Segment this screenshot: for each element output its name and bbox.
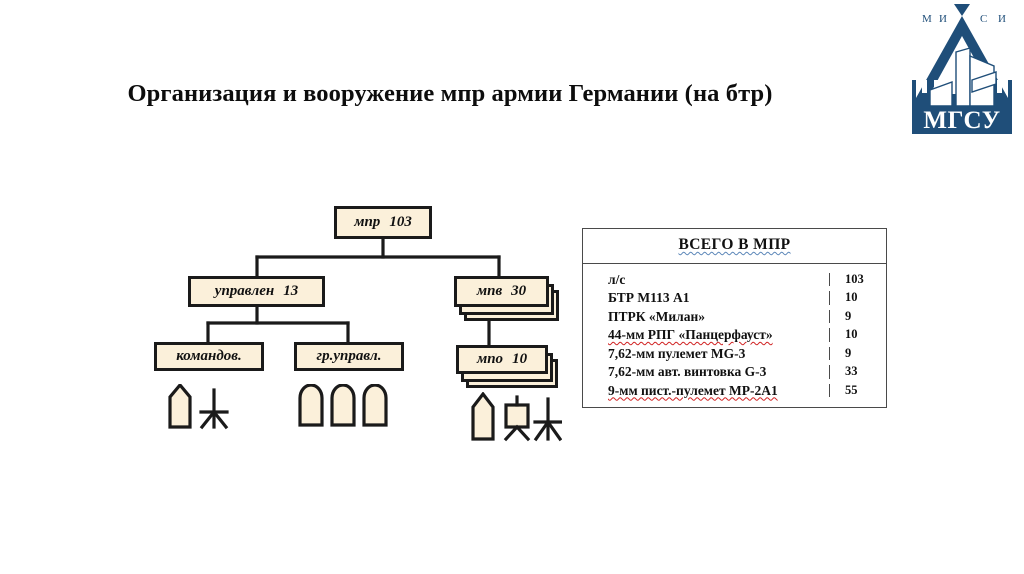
table-row: ПТРК «Милан» 9 [583,307,886,326]
antenna-icon [533,397,562,442]
node-upravlen-count: 13 [283,283,299,299]
node-mpr-label: мпр [354,214,381,230]
pentagon-unit-icon [168,384,192,429]
node-mpo-label: мпо [476,351,504,367]
table-row: 44-мм РПГ «Панцерфауст» 10 [583,326,886,345]
totals-table-header-text: ВСЕГО В МПР [678,236,791,253]
bullet-unit-icon [330,384,356,427]
table-cell-value: 55 [829,383,886,397]
svg-text:М: М [922,13,932,25]
node-upravlen-label: управлен [214,283,275,299]
node-upravlen[interactable]: управлен 13 [188,276,325,307]
pentagon-unit-icon [471,392,495,441]
node-gr-upravl[interactable]: гр.управл. [294,342,404,371]
node-mpv-label: мпв [476,283,503,299]
table-cell-value: 10 [829,328,886,342]
mgsu-logo: М И С И МГСУ [908,2,1016,142]
node-mpo[interactable]: мпо 10 [456,345,548,374]
bullet-unit-icon [298,384,324,427]
table-cell-name: 44-мм РПГ «Панцерфауст» [608,327,773,342]
table-cell-name: 9-мм пист.-пулемет МР-2А1 [608,382,778,398]
page-title: Организация и вооружение мпр армии Герма… [127,80,773,107]
totals-table-body: л/с 103 БТР М113 А1 10 ПТРК «Милан» 9 44… [583,264,886,407]
node-komandov-label: командов. [176,348,242,364]
table-cell-name: 7,62-мм авт. винтовка G-3 [608,364,767,379]
node-gr-upravl-label: гр.управл. [316,348,382,364]
table-cell-value: 9 [829,309,886,323]
svg-text:МГСУ: МГСУ [923,107,1000,134]
antenna-icon [199,388,229,430]
node-komandov[interactable]: командов. [154,342,264,371]
table-row: 9-мм пист.-пулемет МР-2А1 55 [583,381,886,400]
symbols-komandov [168,384,229,430]
table-row: л/с 103 [583,270,886,289]
table-cell-value: 103 [829,272,886,286]
org-chart: мпр 103 управлен 13 мпв 30 командов. гр.… [154,206,562,442]
svg-text:С: С [980,13,987,25]
table-row: 7,62-мм авт. винтовка G-3 33 [583,363,886,382]
totals-table-header: ВСЕГО В МПР [583,229,886,264]
svg-text:И: И [998,13,1006,25]
symbols-gr-upravl [298,384,388,427]
svg-text:И: И [939,13,947,25]
bullet-unit-icon [362,384,388,427]
table-cell-name: 7,62-мм пулемет MG-3 [608,345,746,361]
table-row: БТР М113 А1 10 [583,289,886,308]
node-mpv-count: 30 [511,283,527,299]
node-mpo-count: 10 [512,351,528,367]
node-mpr-count: 103 [389,214,412,230]
table-cell-value: 9 [829,346,886,360]
mortar-square-icon [503,395,531,442]
table-cell-name: БТР М113 А1 [608,290,690,305]
node-mpv[interactable]: мпв 30 [454,276,549,307]
table-cell-name: ПТРК «Милан» [608,308,706,324]
table-cell-value: 33 [829,365,886,379]
table-cell-value: 10 [829,291,886,305]
table-row: 7,62-мм пулемет MG-3 9 [583,344,886,363]
node-mpr[interactable]: мпр 103 [334,206,432,239]
totals-table: ВСЕГО В МПР л/с 103 БТР М113 А1 10 ПТРК … [582,228,887,408]
table-cell-name: л/с [608,271,626,287]
symbols-mpo [471,392,562,442]
